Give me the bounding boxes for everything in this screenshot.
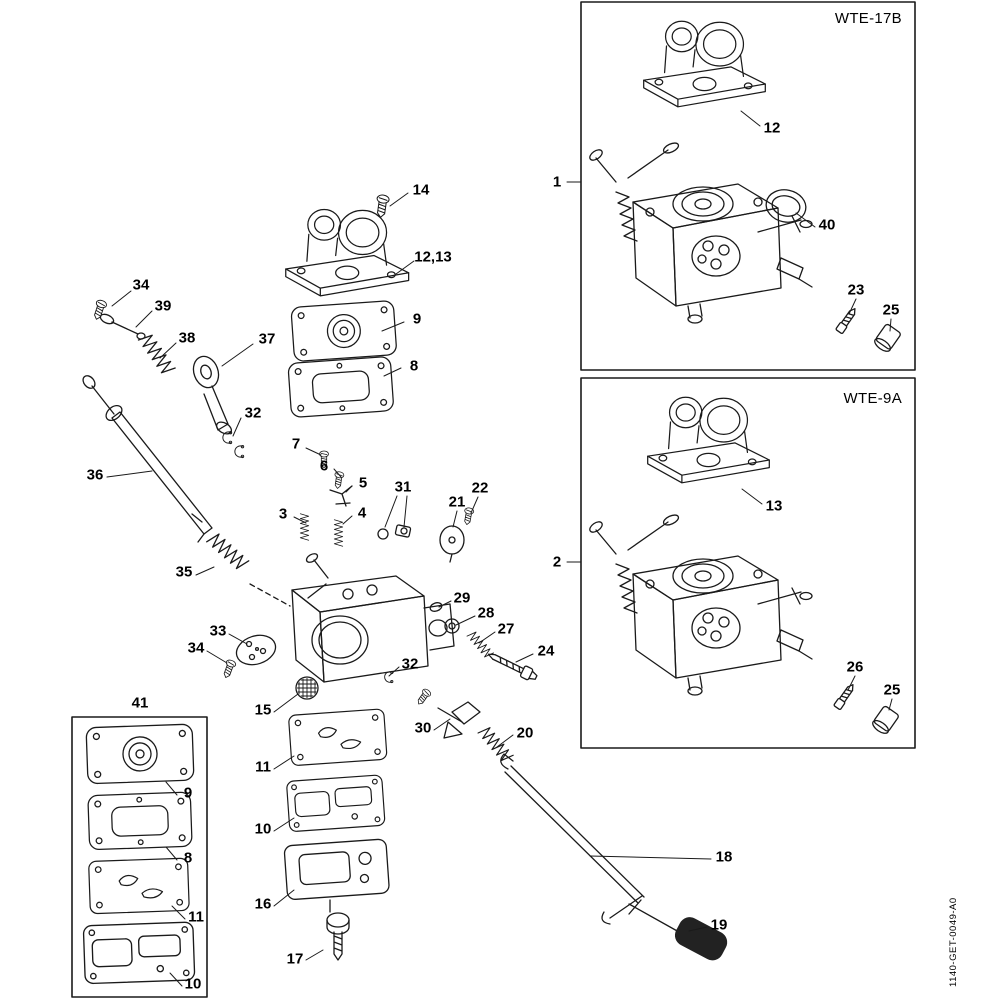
inset2-part-13-flange: [647, 396, 770, 484]
part-10-pump-gasket-mid: [285, 774, 386, 833]
inset-wte17b: [580, 1, 916, 371]
inset2-part-25-plug: [872, 705, 899, 734]
carburetor-body-main: [291, 553, 455, 683]
part-31-valve-parts: [377, 524, 412, 540]
part-30-choke-shaft: [414, 687, 481, 739]
part-41-service-kit-box: [71, 716, 208, 998]
part-11-pump-diaphragm-mid: [287, 708, 388, 767]
inset-wte9a: [580, 377, 916, 749]
inset2-carburetor: [588, 512, 813, 696]
part-24-screw-long: [487, 653, 538, 681]
part-12-13-flange-assembly: [285, 208, 410, 297]
part-9-metering-diaphragm: [290, 299, 398, 363]
part-38-spring: [137, 331, 176, 377]
inset1-part-25-plug: [874, 323, 901, 352]
assembly-guide-dashed-line: [249, 583, 291, 607]
part-17-screw-large: [326, 912, 350, 961]
part-37-lever: [192, 355, 233, 435]
inset1-part-12-flange: [643, 20, 766, 108]
part-39-lever: [99, 313, 146, 340]
part-15-mesh-screen: [295, 676, 319, 700]
part-34-screw-top: [90, 298, 108, 322]
part-8-metering-gasket: [287, 355, 395, 419]
part-4-spring: [333, 519, 344, 547]
part-18-throttle-rod: [500, 753, 645, 915]
part-29-o-ring: [429, 602, 443, 612]
part-36-throttle-shaft: [82, 375, 213, 543]
part-33-disc: [235, 634, 277, 666]
inset-label-wte17b: WTE-17B: [835, 10, 902, 27]
inset1-carburetor: [588, 140, 813, 324]
part-16-pump-cover: [283, 838, 390, 913]
document-number: 1140-GET-0049-A0: [948, 897, 959, 987]
part-19-lever-grip: [601, 895, 728, 961]
inset1-part-23-screw: [835, 308, 856, 334]
part-28-washer: [444, 618, 460, 634]
leader-lines: [106, 110, 893, 987]
inset2-part-26-screw: [833, 684, 854, 710]
part-5-fork-lever: [329, 485, 353, 507]
part-21-disc: [439, 525, 465, 563]
part-7-screw: [319, 450, 329, 469]
part-35-spring: [205, 530, 250, 573]
part-34-screw-lower: [220, 658, 238, 680]
inset-label-wte9a: WTE-9A: [844, 390, 902, 407]
inset1-part-40-ring: [765, 189, 807, 223]
part-3-spring: [299, 513, 310, 541]
